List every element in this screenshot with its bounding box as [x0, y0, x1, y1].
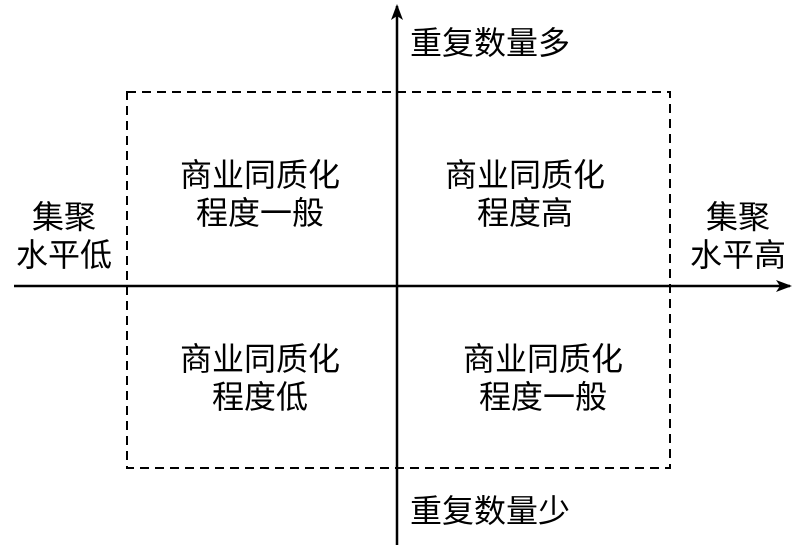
- quadrant-bottom-right-line2: 程度一般: [478, 378, 607, 416]
- quadrant-bottom-right-line1: 商业同质化: [462, 340, 623, 378]
- y-axis-bottom-label: 重复数量少: [410, 492, 571, 530]
- quadrant-top-right-line2: 程度高: [476, 194, 573, 232]
- x-axis-left-label-line1: 集聚: [31, 198, 96, 236]
- y-axis-top-label: 重复数量多: [410, 24, 571, 62]
- x-axis-right-label-line2: 水平高: [689, 236, 786, 274]
- quadrant-top-right-line1: 商业同质化: [444, 156, 605, 194]
- dashed-boundary-box: [126, 91, 671, 469]
- quadrant-top-left: 商业同质化 程度一般: [160, 156, 360, 232]
- x-axis-left-label: 集聚 水平低: [4, 198, 124, 274]
- x-axis-left-label-line2: 水平低: [15, 236, 112, 274]
- quadrant-bottom-left: 商业同质化 程度低: [160, 340, 360, 416]
- x-axis-right-label-line1: 集聚: [705, 198, 770, 236]
- quadrant-top-left-line1: 商业同质化: [179, 156, 340, 194]
- quadrant-top-left-line2: 程度一般: [195, 194, 324, 232]
- x-axis-right-label: 集聚 水平高: [678, 198, 798, 274]
- quadrant-bottom-left-line1: 商业同质化: [179, 340, 340, 378]
- quadrant-top-right: 商业同质化 程度高: [425, 156, 625, 232]
- quadrant-bottom-right: 商业同质化 程度一般: [443, 340, 643, 416]
- quadrant-bottom-left-line2: 程度低: [211, 378, 308, 416]
